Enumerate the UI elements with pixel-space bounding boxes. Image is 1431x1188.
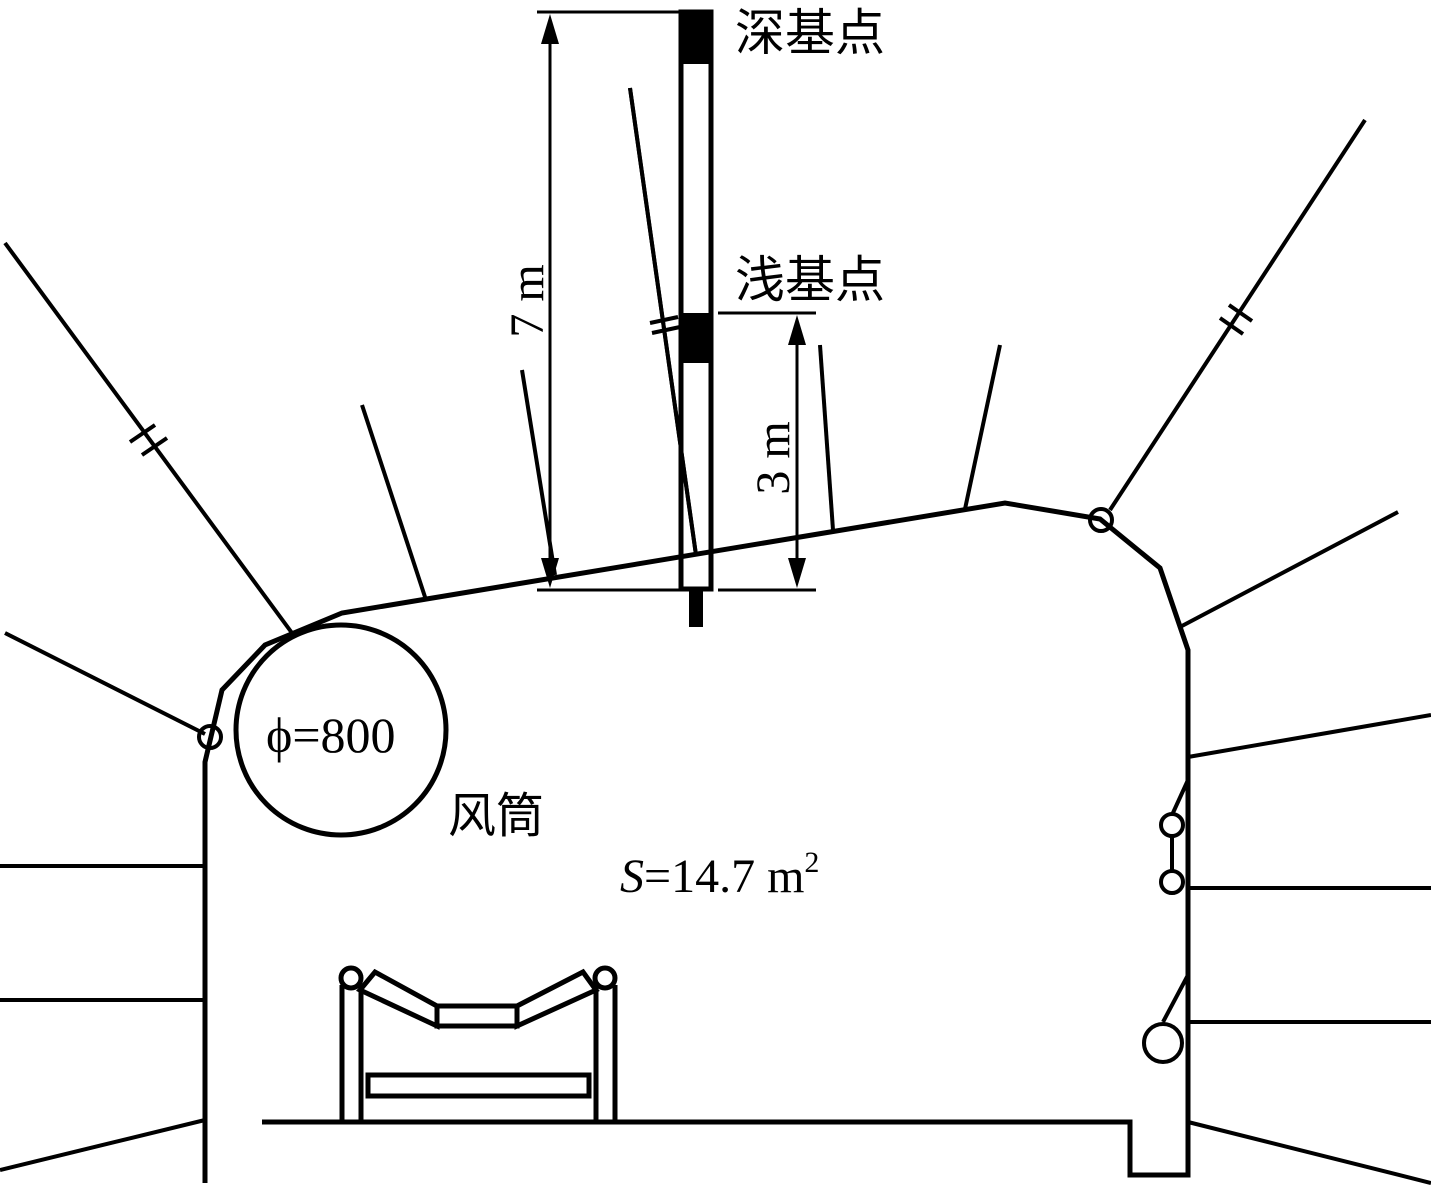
- area-symbol: S: [620, 850, 644, 903]
- hinge-circles: [197, 507, 1114, 750]
- rod-foot: [689, 589, 703, 627]
- roadway-outline: [202, 500, 1191, 1183]
- bolt-upper-left-long: [3, 241, 294, 635]
- shallow-point-anchor: [681, 313, 711, 363]
- bolt-left-upper: [4, 631, 206, 736]
- bolt-right-1: [1187, 713, 1431, 759]
- duct-name-label: 风筒: [448, 788, 544, 844]
- dimension-shallow-label: 3 m: [747, 421, 800, 494]
- area-exponent: 2: [804, 846, 819, 879]
- bolt-roof-5: [963, 344, 1002, 510]
- bolt-left-3: [0, 1118, 206, 1172]
- break-markers: [128, 303, 1254, 457]
- ventilation-duct: ϕ=800: [233, 622, 449, 838]
- monitoring-rod: [678, 9, 714, 627]
- area-value: =14.7 m: [644, 850, 804, 903]
- dimension-lines: [537, 10, 816, 592]
- dimension-arrows: [541, 14, 806, 588]
- shallow-point-label: 浅基点: [735, 251, 885, 309]
- wall-fittings: [1142, 779, 1190, 1064]
- duct-diameter-label: ϕ=800: [266, 707, 396, 763]
- bolt-right-4: [1187, 1120, 1431, 1185]
- deep-point-label: 深基点: [735, 4, 885, 62]
- rock-bolts: [0, 87, 1431, 1185]
- belt-conveyor: [338, 965, 618, 1120]
- section-area-label: S=14.7 m2: [620, 846, 819, 903]
- bolt-upper-right-long: [1108, 118, 1367, 512]
- bolt-right-upper: [1179, 510, 1399, 629]
- deep-point-anchor: [681, 12, 711, 64]
- dimension-deep-label: 7 m: [501, 264, 554, 337]
- bolt-roof-4: [818, 344, 835, 531]
- bolt-roof-1: [360, 404, 428, 601]
